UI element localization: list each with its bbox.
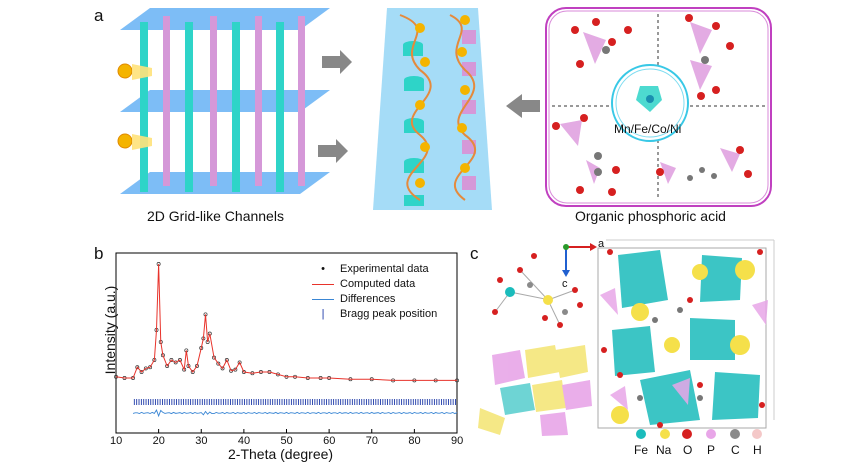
experimental-point xyxy=(177,358,182,362)
panel-b-label: b xyxy=(94,244,104,263)
computed-line xyxy=(115,263,457,381)
experimental-point xyxy=(224,358,229,362)
element-label-na: Na xyxy=(656,443,672,457)
x-axis-ticks xyxy=(115,429,458,433)
channel-transport-diagram xyxy=(373,8,492,210)
element-label-fe: Fe xyxy=(634,443,649,457)
element-dot-h xyxy=(752,429,762,439)
element-dot-na xyxy=(660,429,670,439)
grid-channels-diagram xyxy=(117,8,330,194)
element-label-h: H xyxy=(753,443,762,457)
legend-experimental: •Experimental data xyxy=(312,262,429,276)
layer-packing xyxy=(478,345,592,436)
experimental-point xyxy=(216,361,221,366)
experimental-point xyxy=(173,360,178,365)
x-tick-label: 60 xyxy=(323,435,336,447)
experimental-point xyxy=(237,360,242,365)
panel-a-figure xyxy=(117,7,772,210)
experimental-point xyxy=(165,364,170,368)
metal-label: Mn/Fe/Co/Ni xyxy=(614,122,682,136)
experimental-point xyxy=(190,370,195,374)
element-dot-p xyxy=(706,429,716,439)
experimental-point xyxy=(220,366,225,371)
element-dot-c xyxy=(730,429,740,439)
legend-marker-computed xyxy=(312,283,334,285)
panel-c-label: c xyxy=(470,244,479,263)
unit-cell-view xyxy=(597,239,775,429)
legend-differences: Differences xyxy=(312,292,395,306)
experimental-point xyxy=(139,370,144,374)
x-axis-label: 2-Theta (degree) xyxy=(228,446,334,462)
element-legend-markers xyxy=(636,429,762,439)
element-label-c: C xyxy=(731,443,740,457)
organic-phosphoric-acid-box xyxy=(545,7,772,207)
element-dot-fe xyxy=(636,429,646,439)
legend-marker-differences xyxy=(312,298,334,300)
x-tick-label: 10 xyxy=(110,435,123,447)
axis-c-label: c xyxy=(562,278,568,290)
x-tick-label: 30 xyxy=(195,435,208,447)
coordination-cluster xyxy=(492,253,583,328)
legend-marker-experimental: • xyxy=(321,263,325,276)
element-label-o: O xyxy=(683,443,693,457)
legend-marker-bragg: | xyxy=(321,308,325,321)
difference-line xyxy=(132,409,458,418)
axis-a-label: a xyxy=(598,238,605,250)
x-tick-label: 70 xyxy=(365,435,378,447)
panel-a-label: a xyxy=(94,6,104,25)
experimental-point xyxy=(169,358,174,362)
x-tick-label: 90 xyxy=(451,435,464,447)
element-dot-o xyxy=(682,429,692,439)
legend-computed: Computed data xyxy=(312,277,415,291)
x-tick-label: 40 xyxy=(237,435,251,447)
experimental-point xyxy=(135,365,140,370)
bragg-peak-markers xyxy=(133,399,456,405)
chart-legend: •Experimental data Computed data Differe… xyxy=(312,262,457,332)
grid-channels-caption: 2D Grid-like Channels xyxy=(147,208,284,224)
element-label-p: P xyxy=(707,443,716,457)
x-tick-label: 80 xyxy=(408,435,421,447)
organic-acid-caption: Organic phosphoric acid xyxy=(575,208,726,224)
x-tick-label: 50 xyxy=(280,435,293,447)
x-tick-label: 20 xyxy=(152,435,165,447)
legend-bragg: |Bragg peak position xyxy=(312,307,438,321)
